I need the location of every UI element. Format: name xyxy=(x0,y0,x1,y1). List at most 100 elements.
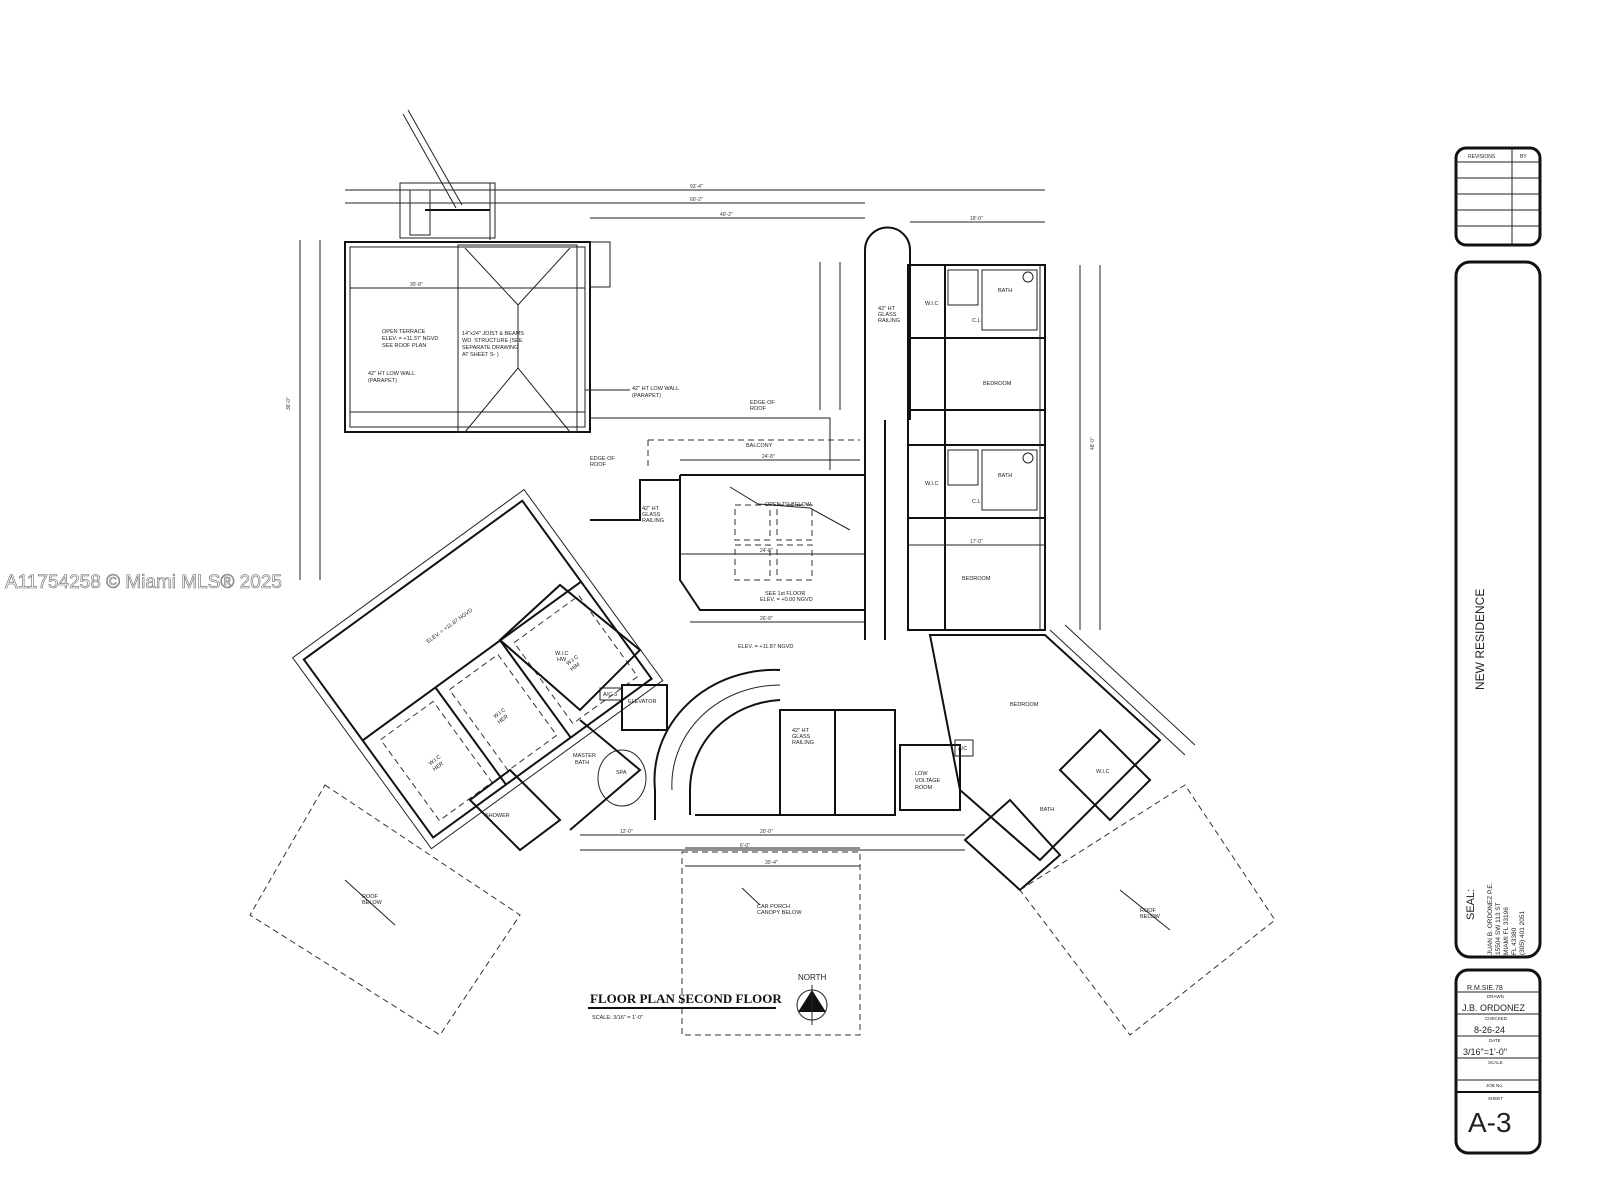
label-elev-center: ELEV. = +11.87 NGVD xyxy=(738,644,793,650)
label-railing-2c: RAILING xyxy=(642,518,664,524)
label-her: HER xyxy=(432,761,445,773)
arched-balcony: 42" HT GLASS RAILING xyxy=(819,226,911,640)
label-railing-3c: RAILING xyxy=(792,740,814,746)
label-open-to-below: OPEN TO BELOW xyxy=(765,502,812,508)
checked-label: CHECKED xyxy=(1485,1016,1508,1021)
revisions-header: REVISIONS xyxy=(1468,154,1496,160)
sheet-number: A-3 xyxy=(1468,1107,1512,1138)
label-her-2: HER xyxy=(497,714,510,726)
roofs-below: CAR PORCH CANOPY BELOW ROOF BELOW ROOF B… xyxy=(249,784,1276,1036)
label-joist: 14"x24" JOIST & BEAMS xyxy=(462,331,524,337)
label-him: HIM xyxy=(570,662,582,673)
label-bath-2: BATH xyxy=(998,473,1012,479)
date-label: DATE xyxy=(1489,1038,1501,1043)
label-shower: SHOWER xyxy=(485,813,510,819)
curved-stair: 42" HT GLASS RAILING 12'-0" 20'-0" 6'-0"… xyxy=(580,668,965,867)
label-cl-1: C.L xyxy=(972,318,981,324)
label-canopy-below: CANOPY BELOW xyxy=(757,910,802,916)
master-bath-area: W.I.C HW A/C-3 ELEVATOR MASTER BATH SPA … xyxy=(468,583,668,852)
label-low-voltage: LOW xyxy=(915,771,928,777)
label-railing-1: 42" HT xyxy=(878,306,896,312)
label-parapet-2: (PARAPET) xyxy=(632,393,661,399)
label-hw: HW xyxy=(557,657,567,663)
plan-title-block: FLOOR PLAN SECOND FLOOR SCALE: 3/16" = 1… xyxy=(588,973,828,1025)
label-cl-2: C.L xyxy=(972,499,981,505)
revisions-table: REVISIONS BY xyxy=(1454,146,1542,247)
checked-value: J.B. ORDONEZ xyxy=(1462,1003,1526,1013)
dim-bottom-left: 12'-0" xyxy=(620,829,633,835)
project-panel: NEW RESIDENCE SEAL: JUAN B. ORDONEZ P.E.… xyxy=(1454,260,1542,959)
label-bedroom-1: BEDROOM xyxy=(983,381,1012,387)
label-edge-roof-b: EDGE OF xyxy=(590,456,615,462)
engineer-city: MIAMI FL 33196 xyxy=(1503,907,1510,955)
left-wing: ELEV. = +11.87 NGVD W.I.C HER W.I.C HER … xyxy=(291,488,664,850)
job-label: JOB No. xyxy=(1486,1083,1503,1088)
dim-right-h: 48'-0" xyxy=(1090,437,1096,450)
open-terrace: 30'-8" OPEN TERRACE ELEV. = +11.37' NGVD… xyxy=(344,241,611,433)
label-railing-3: 42" HT xyxy=(792,728,810,734)
label-roof-below-left: ROOF xyxy=(362,894,379,900)
label-low-wall-2: 42" HT LOW WALL xyxy=(632,386,679,392)
label-joist-2: WD. STRUCTURE (SEE xyxy=(462,338,523,344)
label-bath-3: BATH xyxy=(1040,807,1054,813)
label-wic-hw: W.I.C xyxy=(555,651,568,657)
label-bath-master: BATH xyxy=(575,760,589,766)
label-edge-roof: EDGE OF xyxy=(750,400,775,406)
by-header: BY xyxy=(1520,154,1527,160)
north-label: NORTH xyxy=(798,973,827,982)
dim-top-3: 40'-2" xyxy=(720,212,733,218)
engineer-address: 15504 SW 113 ST xyxy=(1495,902,1502,955)
label-bedroom-2: BEDROOM xyxy=(962,576,991,582)
open-to-below-area: OPEN TO BELOW SEE 1st FLOOR ELEV. = +0.0… xyxy=(590,474,866,650)
drawing-info-table: R.M.SIE.78 DRAWN J.B. ORDONEZ CHECKED 8-… xyxy=(1454,968,1542,1155)
dim-open-b: 26'-8" xyxy=(760,616,773,622)
label-elevator: ELEVATOR xyxy=(628,699,656,705)
dim-porch-w: 30'-4" xyxy=(765,860,778,866)
label-ac3: A/C-3 xyxy=(603,692,617,698)
drawn-label: DRAWN xyxy=(1487,994,1504,999)
label-balcony: BALCONY xyxy=(746,443,773,449)
dim-bed-w: 17'-0" xyxy=(970,539,983,545)
scale-value: 3/16"=1'-0" xyxy=(1463,1047,1507,1057)
label-wic-3: W.I.C xyxy=(1096,769,1109,775)
label-railing-2b: GLASS xyxy=(642,512,661,518)
label-see-first: SEE 1st FLOOR xyxy=(765,591,805,597)
dim-top-2: 60'-2" xyxy=(690,197,703,203)
label-railing-3b: GLASS xyxy=(792,734,811,740)
label-spa: SPA xyxy=(616,770,627,776)
label-bedroom-3: BEDROOM xyxy=(1010,702,1039,708)
drawn-value: R.M.SIE.78 xyxy=(1467,985,1503,992)
label-roof-below-right: ROOF xyxy=(1140,908,1157,914)
right-lower-wing: BEDROOM LOW VOLTAGE ROOM A/C W.I.C BATH xyxy=(899,624,1196,892)
label-below-left: BELOW xyxy=(362,900,383,906)
label-terrace-elev: ELEV. = +11.37' NGVD xyxy=(382,336,438,342)
label-below-right: BELOW xyxy=(1140,914,1161,920)
label-wic-1: W.I.C xyxy=(925,301,938,307)
project-name: NEW RESIDENCE xyxy=(1473,589,1487,690)
dim-overall: 93'-4" xyxy=(690,184,703,190)
engineer-phone: (305) 401 2051 xyxy=(1519,911,1526,955)
label-first-elev: ELEV. = +0.00 NGVD xyxy=(760,597,813,603)
scale-label: SCALE xyxy=(1488,1060,1503,1065)
label-car-porch: CAR PORCH xyxy=(757,904,790,910)
dim-bottom-mid: 20'-0" xyxy=(760,829,773,835)
right-bedrooms: W.I.C BATH C.L BEDROOM W.I.C BATH C.L BE… xyxy=(907,264,1046,631)
watermark: A11754258 © Miami MLS® 2025 xyxy=(5,572,282,593)
label-terrace-see-roof: SEE ROOF PLAN xyxy=(382,343,426,349)
label-parapet: (PARAPET) xyxy=(368,378,397,384)
sheet-label: SHEET xyxy=(1488,1096,1503,1101)
plan-scale: SCALE: 3/16" = 1'-0" xyxy=(592,1015,643,1021)
label-railing-2: 42" HT xyxy=(642,506,660,512)
label-joist-3: SEPARATE DRAWING xyxy=(462,345,518,351)
label-room: ROOM xyxy=(915,785,933,791)
label-railing-1c: RAILING xyxy=(878,318,900,324)
label-voltage: VOLTAGE xyxy=(915,778,940,784)
plan-title: FLOOR PLAN SECOND FLOOR xyxy=(590,991,782,1006)
label-master-bath: MASTER xyxy=(573,753,596,759)
top-dimension-lines: 93'-4" 60'-2" 40'-2" 36'-0" 48'-0" 18'-0… xyxy=(286,184,1101,630)
dim-terrace-w: 30'-8" xyxy=(410,282,423,288)
seal-label: SEAL: xyxy=(1465,889,1477,920)
label-edge-roof-b2: ROOF xyxy=(590,462,607,468)
label-joist-4: AT SHEET S- ) xyxy=(462,352,499,358)
